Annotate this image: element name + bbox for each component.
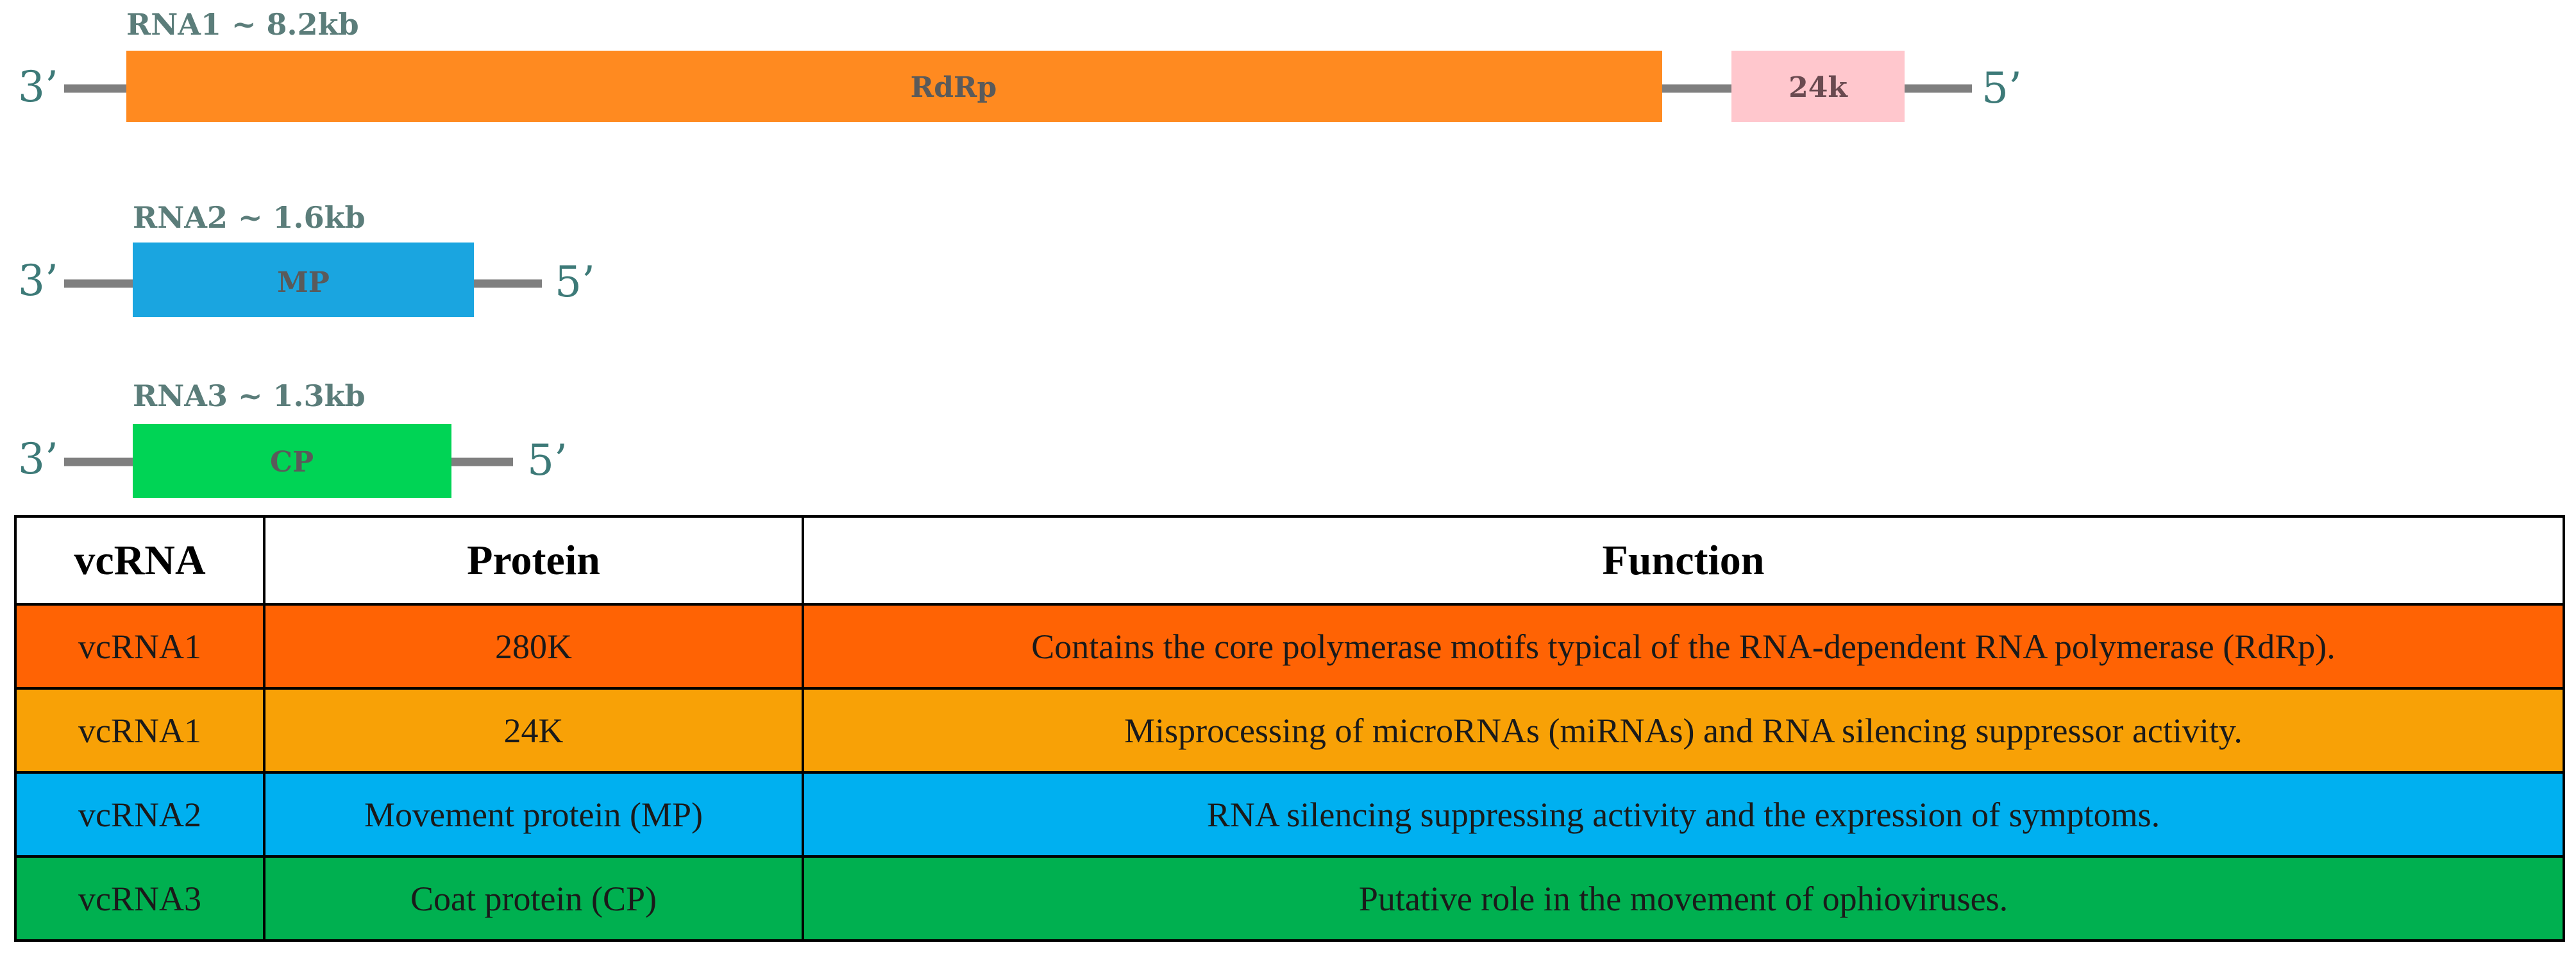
rna1-24k-gene xyxy=(1731,51,1905,122)
protein-function-table: vcRNA Protein Function vcRNA1 280K Conta… xyxy=(14,515,2565,942)
cell-vcrna: vcRNA1 xyxy=(14,603,265,690)
rna3-title: RNA3 ~ 1.3kb xyxy=(133,379,366,413)
rna2-segment: RNA2 ~ 1.6kb MP 3’ 5’ xyxy=(18,200,595,317)
rna1-title: RNA1 ~ 8.2kb xyxy=(126,7,359,42)
rna2-title: RNA2 ~ 1.6kb xyxy=(133,200,366,235)
rna1-segment: RNA1 ~ 8.2kb RdRp 24k 3’ 5’ xyxy=(18,7,2022,122)
cell-function: Contains the core polymerase motifs typi… xyxy=(802,603,2565,690)
rna1-5prime-label: 5’ xyxy=(1982,64,2022,113)
table-row: vcRNA3 Coat protein (CP) Putative role i… xyxy=(14,855,2565,942)
table-row: vcRNA1 280K Contains the core polymerase… xyxy=(14,603,2565,690)
cell-vcrna: vcRNA2 xyxy=(14,771,265,858)
rna1-rdrp-gene xyxy=(126,51,1662,122)
cell-function: Misprocessing of microRNAs (miRNAs) and … xyxy=(802,687,2565,774)
rna3-3prime-label: 3’ xyxy=(18,434,58,484)
cell-function: Putative role in the movement of ophiovi… xyxy=(802,855,2565,942)
cell-vcrna: vcRNA1 xyxy=(14,687,265,774)
rna3-segment: RNA3 ~ 1.3kb CP 3’ 5’ xyxy=(18,379,568,498)
rna1-3prime-label: 3’ xyxy=(18,62,58,112)
table-row: vcRNA2 Movement protein (MP) RNA silenci… xyxy=(14,771,2565,858)
rna2-5prime-label: 5’ xyxy=(555,257,595,307)
table-row: vcRNA1 24K Misprocessing of microRNAs (m… xyxy=(14,687,2565,774)
cell-protein: 24K xyxy=(263,687,804,774)
mp-label: MP xyxy=(277,266,330,299)
rna3-5prime-label: 5’ xyxy=(527,436,568,485)
header-vcrna: vcRNA xyxy=(14,515,265,606)
cell-protein: 280K xyxy=(263,603,804,690)
cell-protein: Movement protein (MP) xyxy=(263,771,804,858)
cell-vcrna: vcRNA3 xyxy=(14,855,265,942)
rdrp-label: RdRp xyxy=(911,71,997,104)
rna2-mp-gene xyxy=(133,243,474,317)
cell-protein: Coat protein (CP) xyxy=(263,855,804,942)
table-header-row: vcRNA Protein Function xyxy=(14,515,2565,606)
genome-diagram: RNA1 ~ 8.2kb RdRp 24k 3’ 5’ RNA2 ~ 1.6kb… xyxy=(18,7,2022,498)
cp-label: CP xyxy=(270,446,314,479)
header-function: Function xyxy=(802,515,2565,606)
header-protein: Protein xyxy=(263,515,804,606)
cell-function: RNA silencing suppressing activity and t… xyxy=(802,771,2565,858)
24k-label: 24k xyxy=(1789,71,1848,104)
rna3-cp-gene xyxy=(133,424,451,498)
rna2-3prime-label: 3’ xyxy=(18,256,58,305)
